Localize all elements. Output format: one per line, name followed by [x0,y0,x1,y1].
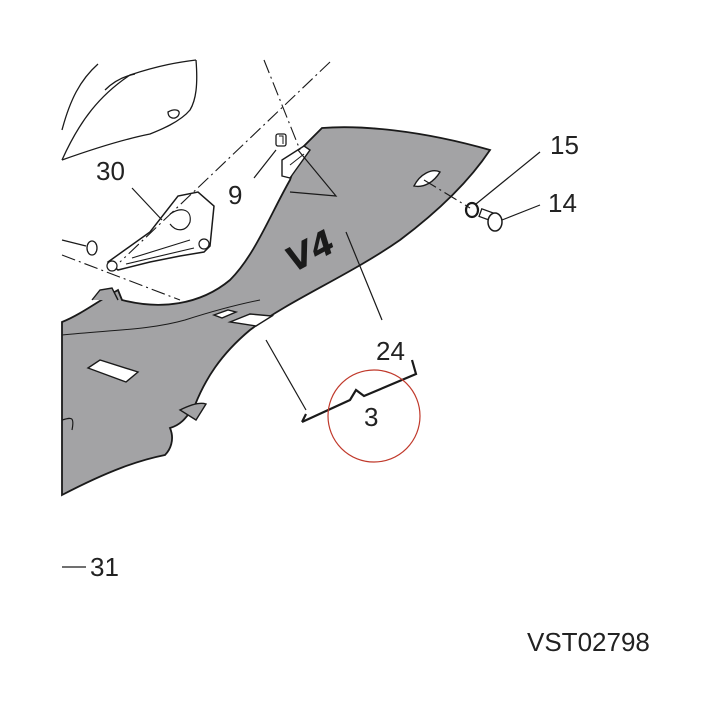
leader-24 [345,231,383,321]
leader-group-bracket [289,149,338,197]
screw-part-14 [478,208,503,232]
clip-part-9 [275,133,287,147]
fairing-vents [86,170,441,383]
leader-lines [62,149,541,568]
callout-14: 14 [548,188,577,218]
leader-9 [253,149,277,179]
callout-24: 24 [376,336,405,366]
washer-part-31-left [61,239,98,256]
windshield-outline [61,59,198,161]
callout-15: 15 [550,130,579,160]
leader-14 [501,204,541,221]
callout-30: 30 [96,156,125,186]
highlight-circle [327,369,421,463]
leader-15 [475,151,541,205]
callout-3: 3 [364,402,378,432]
assembly-axis-lines [61,59,471,301]
group-brace-3 [301,359,418,423]
leader-3 [265,339,307,411]
side-fairing-panel [61,126,492,497]
drawing-code: VST02798 [527,627,650,657]
mount-slot [281,145,311,179]
washer-part-15 [464,201,480,219]
callout-31: 31 [90,552,119,582]
callout-labels: 30 9 15 14 24 3 31 [90,130,579,582]
leader-30 [131,187,163,221]
bracket-part-30 [106,191,215,272]
callout-9: 9 [228,180,242,210]
